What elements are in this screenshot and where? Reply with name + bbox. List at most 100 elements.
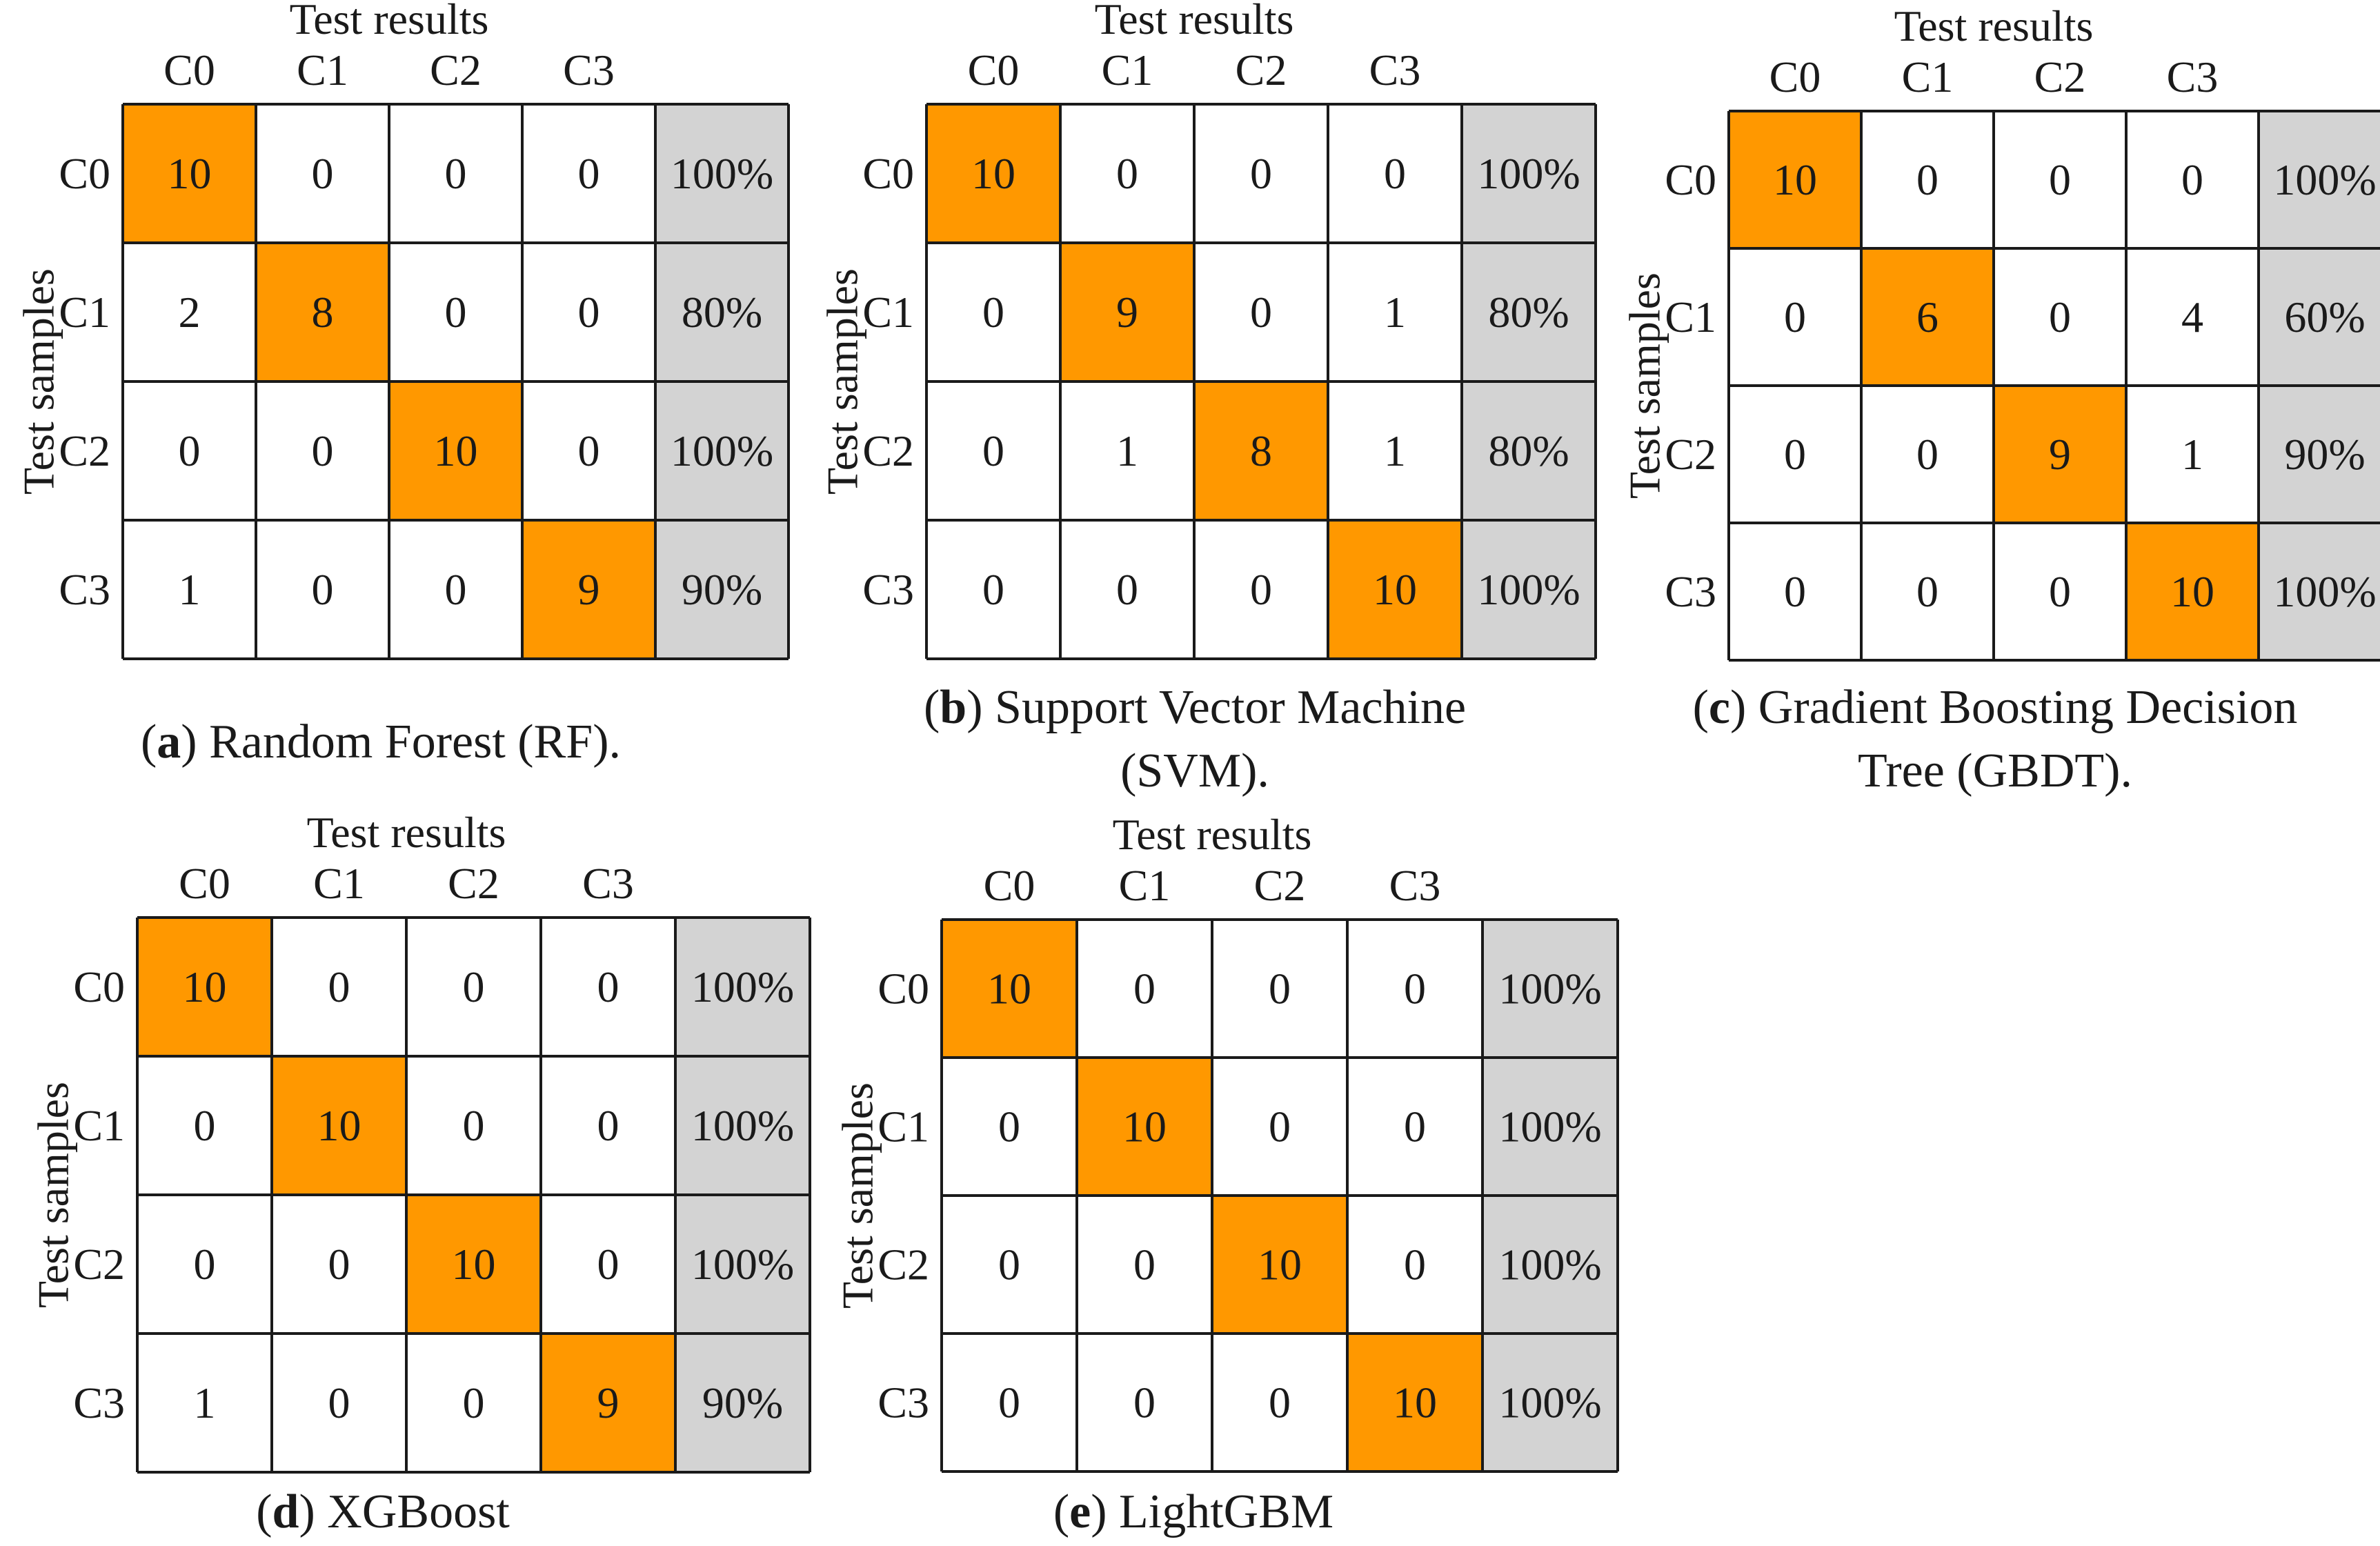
matrix-cell (137, 1195, 272, 1334)
matrix-cell (541, 1056, 675, 1195)
cell-value: 1 (194, 1378, 216, 1427)
row-label: C0 (877, 964, 929, 1013)
matrix-cell (1212, 1334, 1347, 1471)
cell-value: 10 (1393, 1378, 1437, 1427)
y-axis-title: Test samples (833, 1082, 882, 1309)
panel-caption: (c) Gradient Boosting Decision (1693, 681, 2298, 734)
accuracy-cell (1462, 104, 1596, 243)
cell-value: 9 (578, 565, 600, 614)
cell-value: 9 (1116, 288, 1138, 337)
diagonal-cell (272, 1056, 406, 1195)
diagonal-cell (926, 104, 1060, 243)
cell-value: 10 (1373, 565, 1417, 614)
matrix-cell (256, 104, 389, 243)
row-label: C3 (1665, 567, 1716, 616)
diagonal-cell (256, 243, 389, 381)
cell-value: 0 (578, 426, 600, 475)
diagonal-cell (2126, 523, 2259, 660)
cell-value: 0 (463, 962, 485, 1011)
cell-value: 10 (183, 962, 227, 1011)
cell-value: 0 (578, 149, 600, 198)
matrix-cell (1861, 523, 1994, 660)
row-label: C1 (73, 1101, 125, 1150)
column-label: C1 (313, 859, 365, 908)
column-label: C3 (2167, 52, 2219, 101)
accuracy-cell (675, 1334, 810, 1472)
accuracy-cell (1462, 243, 1596, 381)
matrix-cell (522, 381, 655, 520)
cell-value: 0 (1404, 1102, 1426, 1151)
row-accuracy: 60% (2284, 293, 2365, 341)
cell-value: 0 (312, 149, 334, 198)
row-label: C2 (73, 1240, 125, 1289)
column-label: C0 (179, 859, 230, 908)
x-axis-title: Test results (290, 0, 489, 43)
row-accuracy: 100% (1477, 149, 1580, 198)
matrix-cell (942, 1196, 1077, 1334)
accuracy-cell (675, 1056, 810, 1195)
matrix-cell (256, 520, 389, 659)
cell-value: 10 (1258, 1240, 1302, 1289)
matrix-cell (541, 918, 675, 1056)
matrix-cell (2126, 111, 2259, 248)
diagonal-cell (942, 920, 1077, 1058)
cell-value: 0 (998, 1102, 1020, 1151)
accuracy-cell (655, 381, 789, 520)
cell-value: 0 (194, 1240, 216, 1289)
row-accuracy: 100% (2273, 155, 2376, 204)
matrix-cell (389, 520, 522, 659)
row-accuracy: 100% (1498, 964, 1601, 1013)
row-label: C3 (59, 565, 110, 614)
row-label: C1 (59, 288, 110, 337)
x-axis-title: Test results (1113, 810, 1312, 859)
diagonal-cell (541, 1334, 675, 1472)
row-label: C3 (877, 1378, 929, 1427)
column-label: C0 (968, 46, 1020, 95)
matrix-cell (1347, 1196, 1482, 1334)
cell-value: 0 (2049, 567, 2071, 616)
column-label: C3 (1369, 46, 1421, 95)
row-accuracy: 100% (691, 962, 794, 1011)
accuracy-cell (1462, 520, 1596, 659)
cell-value: 0 (2049, 293, 2071, 341)
row-label: C0 (1665, 155, 1716, 204)
cell-value: 0 (982, 565, 1004, 614)
diagonal-cell (1077, 1058, 1212, 1196)
panel-tag: c (1709, 681, 1730, 734)
accuracy-cell (675, 918, 810, 1056)
y-axis-title: Test samples (29, 1082, 78, 1308)
cell-value: 0 (312, 565, 334, 614)
row-label: C3 (73, 1378, 125, 1427)
panel-tag: e (1069, 1485, 1091, 1538)
matrix-cell (1994, 248, 2126, 386)
accuracy-cell (1482, 1334, 1618, 1471)
cell-value: 0 (998, 1240, 1020, 1289)
column-label: C3 (582, 859, 634, 908)
cell-value: 10 (987, 964, 1031, 1013)
matrix-cell (942, 1334, 1077, 1471)
cell-value: 0 (463, 1101, 485, 1150)
column-label: C1 (297, 46, 348, 95)
column-label: C0 (1769, 52, 1821, 101)
column-label: C2 (2034, 52, 2086, 101)
cell-value: 9 (597, 1378, 619, 1427)
row-accuracy: 90% (2284, 430, 2365, 479)
matrix-cell (272, 1195, 406, 1334)
row-accuracy: 80% (1488, 426, 1569, 475)
matrix-cell (1994, 523, 2126, 660)
matrix-cell (256, 381, 389, 520)
matrix-cell (137, 1334, 272, 1472)
matrix-cell (1328, 243, 1462, 381)
cell-value: 0 (1404, 964, 1426, 1013)
cell-value: 1 (1116, 426, 1138, 475)
cell-value: 0 (2181, 155, 2203, 204)
cell-value: 0 (1784, 430, 1806, 479)
y-axis-title: Test samples (1620, 272, 1669, 499)
row-label: C2 (59, 426, 110, 475)
matrix-cell (1212, 920, 1347, 1058)
matrix-cell (406, 1334, 541, 1472)
cell-value: 1 (1384, 288, 1406, 337)
